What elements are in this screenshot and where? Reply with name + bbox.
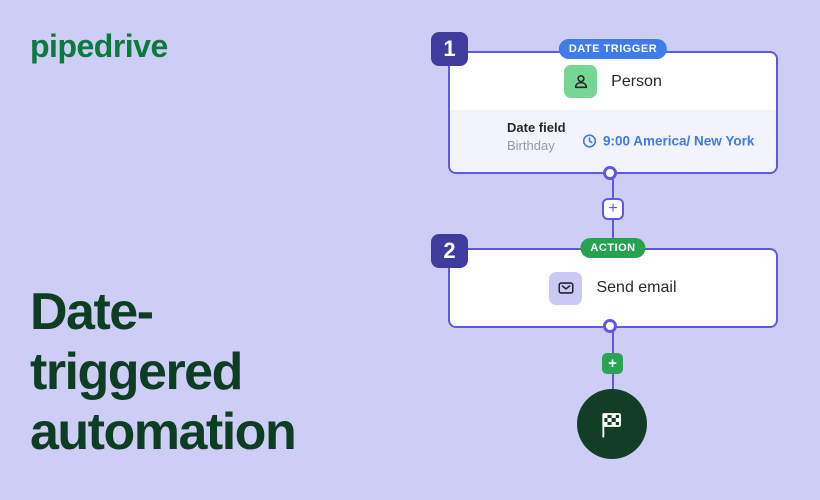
action-entity-row: Send email [450,250,776,326]
checkered-flag-icon [602,413,621,438]
date-field-block: Date field Birthday [507,120,566,153]
trigger-entity-label: Person [611,72,662,90]
step-1-badge: 1 [431,32,468,66]
date-trigger-card[interactable]: Person Date field Birthday 9:00 America/… [448,51,778,174]
add-step-button[interactable]: + [602,198,624,220]
schedule-time-label: 9:00 America/ New York [603,133,755,149]
clock-icon [582,134,597,148]
connector-node-2 [603,319,617,333]
add-action-button[interactable]: + [602,353,623,374]
date-field-label: Date field [507,120,566,135]
headline-line-1: Date- [30,283,154,341]
action-entity-label: Send email [596,279,677,296]
step-2-badge: 2 [431,234,468,268]
action-pill: ACTION [580,238,646,258]
trigger-details-row: Date field Birthday 9:00 America/ New Yo… [450,110,776,172]
action-card[interactable]: Send email [448,248,778,328]
envelope-icon-tile [549,271,583,305]
person-icon [574,74,587,88]
headline: Date- triggered automation [30,283,297,462]
date-trigger-pill: DATE TRIGGER [558,39,668,59]
envelope-icon [558,282,574,294]
pipedrive-logo: pipedrive [30,28,168,64]
person-icon-tile [564,65,598,98]
headline-line-2: triggered [30,342,243,401]
connector-node-1 [603,166,617,180]
flow-end-node [577,389,647,459]
date-field-value: Birthday [507,138,555,153]
trigger-entity-row: Person [450,53,776,110]
headline-line-3: automation [30,402,297,461]
schedule-time[interactable]: 9:00 America/ New York [582,134,754,149]
